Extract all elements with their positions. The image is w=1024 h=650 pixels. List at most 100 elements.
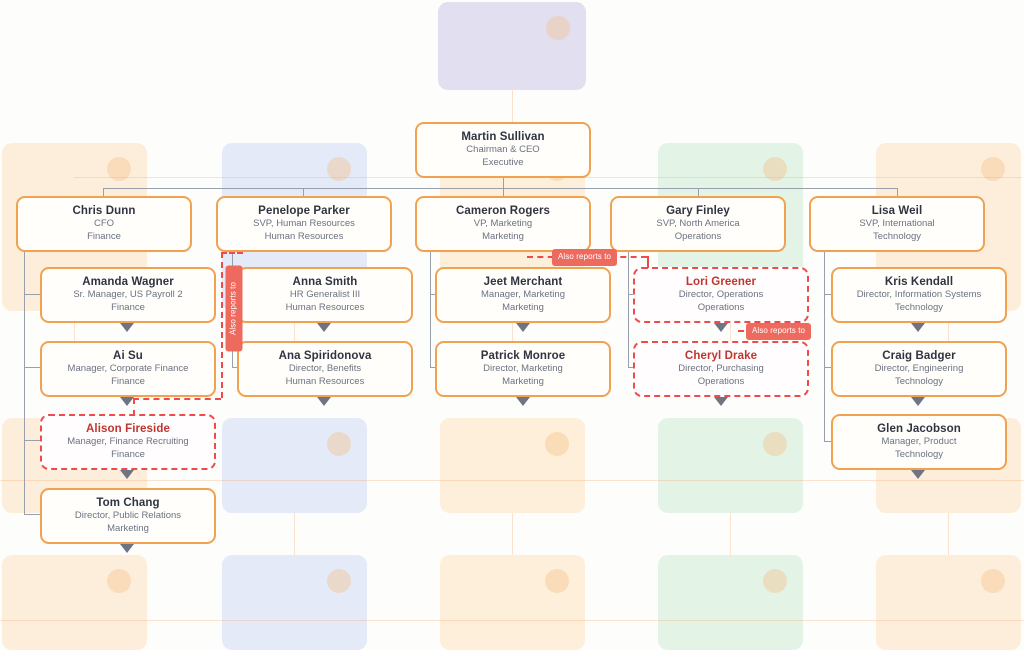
org-node-gary-finley[interactable]: Gary Finley SVP, North America Operation…: [610, 196, 786, 252]
node-name: Cameron Rogers: [455, 205, 551, 217]
node-title: HR Generalist III: [289, 289, 361, 301]
node-name: Ana Spiridonova: [278, 350, 372, 362]
node-dept: Operations: [697, 302, 745, 314]
connector-drop-l1: [303, 188, 304, 196]
connector-rail-marketing: [430, 244, 431, 368]
connector-arrow: [911, 323, 925, 332]
node-name: Lori Greener: [685, 276, 757, 288]
connector-arrow: [120, 323, 134, 332]
node-title: Director, Operations: [678, 289, 764, 301]
ghost-avatar: [763, 157, 787, 181]
node-dept: Marketing: [502, 376, 544, 388]
node-name: Ai Su: [113, 350, 143, 362]
org-node-anna-smith[interactable]: Anna Smith HR Generalist III Human Resou…: [237, 267, 413, 323]
dotted-relation-line: [647, 256, 649, 268]
org-node-jeet-merchant[interactable]: Jeet Merchant Manager, Marketing Marketi…: [435, 267, 611, 323]
node-title: Manager, Product: [881, 436, 957, 448]
node-title: Sr. Manager, US Payroll 2: [73, 289, 183, 301]
node-dept: Marketing: [502, 302, 544, 314]
org-node-kris-kendall[interactable]: Kris Kendall Director, Information Syste…: [831, 267, 1007, 323]
ghost-card: [438, 2, 586, 90]
ghost-avatar: [545, 569, 569, 593]
org-node-cheryl-drake[interactable]: Cheryl Drake Director, Purchasing Operat…: [633, 341, 809, 397]
node-title: Manager, Corporate Finance: [67, 363, 189, 375]
connector-arrow: [911, 470, 925, 479]
connector-arrow: [911, 397, 925, 406]
node-name: Anna Smith: [292, 276, 358, 288]
ghost-card: [222, 555, 367, 650]
node-title: Director, Benefits: [288, 363, 362, 375]
org-node-patrick-monroe[interactable]: Patrick Monroe Director, Marketing Marke…: [435, 341, 611, 397]
connector-rail-operations: [628, 244, 629, 368]
ghost-avatar: [327, 569, 351, 593]
connector-drop-l1: [897, 188, 898, 196]
org-node-amanda-wagner[interactable]: Amanda Wagner Sr. Manager, US Payroll 2 …: [40, 267, 216, 323]
node-title: SVP, Human Resources: [253, 218, 355, 230]
bg-connector: [512, 90, 513, 122]
bg-connector: [294, 513, 295, 555]
ghost-card: [438, 2, 586, 90]
node-dept: Human Resources: [285, 376, 365, 388]
connector-arrow: [317, 397, 331, 406]
org-node-martin-sullivan[interactable]: Martin Sullivan Chairman & CEO Executive: [415, 122, 591, 178]
connector-drop-l1: [503, 188, 504, 196]
connector-arrow: [120, 544, 134, 553]
org-node-lisa-weil[interactable]: Lisa Weil SVP, International Technology: [809, 196, 985, 252]
org-node-penelope-parker[interactable]: Penelope Parker SVP, Human Resources Hum…: [216, 196, 392, 252]
node-name: Jeet Merchant: [483, 276, 563, 288]
also-reports-to-chip-lori[interactable]: Also reports to: [552, 249, 618, 266]
org-node-ana-spiridonova[interactable]: Ana Spiridonova Director, Benefits Human…: [237, 341, 413, 397]
ghost-avatar: [763, 432, 787, 456]
node-title: Manager, Marketing: [481, 289, 565, 301]
connector-rail-finance: [24, 294, 42, 295]
node-title: SVP, North America: [656, 218, 740, 230]
node-dept: Marketing: [107, 523, 149, 535]
org-node-chris-dunn[interactable]: Chris Dunn CFO Finance: [16, 196, 192, 252]
connector-arrow: [317, 323, 331, 332]
node-dept: Technology: [894, 302, 944, 314]
node-name: Gary Finley: [666, 205, 730, 217]
org-node-cameron-rogers[interactable]: Cameron Rogers VP, Marketing Marketing: [415, 196, 591, 252]
ghost-avatar: [107, 569, 131, 593]
dotted-relation-line: [133, 398, 135, 416]
node-name: Alison Fireside: [86, 423, 170, 435]
org-node-glen-jacobson[interactable]: Glen Jacobson Manager, Product Technolog…: [831, 414, 1007, 470]
node-dept: Technology: [894, 376, 944, 388]
node-dept: Human Resources: [264, 231, 344, 243]
ghost-avatar: [981, 569, 1005, 593]
org-node-ai-su[interactable]: Ai Su Manager, Corporate Finance Finance: [40, 341, 216, 397]
connector-rail-finance: [24, 514, 42, 515]
org-node-lori-greener[interactable]: Lori Greener Director, Operations Operat…: [633, 267, 809, 323]
node-name: Tom Chang: [96, 497, 160, 509]
connector-arrow: [516, 323, 530, 332]
org-node-alison-fireside[interactable]: Alison Fireside Manager, Finance Recruit…: [40, 414, 216, 470]
bg-connector: [948, 513, 949, 555]
connector-arrow: [714, 323, 728, 332]
connector-level1-bus: [103, 188, 898, 189]
connector-drop-l1: [103, 188, 104, 196]
also-reports-to-chip-alison[interactable]: Also reports to: [225, 265, 243, 352]
connector-rail-technology: [824, 441, 834, 442]
ghost-avatar: [763, 569, 787, 593]
node-title: SVP, International: [859, 218, 935, 230]
node-dept: Finance: [111, 302, 145, 314]
node-title: Director, Engineering: [874, 363, 964, 375]
node-title: CFO: [93, 218, 115, 230]
org-node-craig-badger[interactable]: Craig Badger Director, Engineering Techn…: [831, 341, 1007, 397]
ghost-card: [658, 555, 803, 650]
bg-connector: [74, 311, 75, 347]
node-name: Kris Kendall: [884, 276, 954, 288]
also-reports-to-chip-cheryl[interactable]: Also reports to: [746, 323, 812, 340]
node-dept: Technology: [894, 449, 944, 461]
ghost-avatar: [546, 16, 570, 40]
node-title: Director, Information Systems: [856, 289, 982, 301]
connector-rail-finance: [24, 367, 42, 368]
node-dept: Operations: [674, 231, 722, 243]
ghost-card: [222, 418, 367, 513]
node-dept: Human Resources: [285, 302, 365, 314]
connector-rail-technology: [824, 244, 825, 442]
bg-connector: [730, 513, 731, 555]
node-name: Craig Badger: [882, 350, 956, 362]
org-node-tom-chang[interactable]: Tom Chang Director, Public Relations Mar…: [40, 488, 216, 544]
